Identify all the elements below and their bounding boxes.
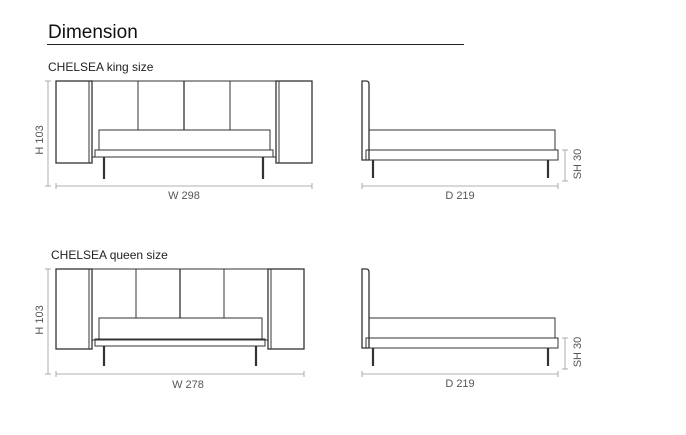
queen-size-label: CHELSEA queen size xyxy=(51,248,168,262)
queen-height-dimension: H 103 xyxy=(34,305,46,334)
queen-front-view: H 103 W 278 xyxy=(34,268,305,391)
king-seat-height-dimension: SH 30 xyxy=(572,149,584,180)
king-width-dimension: W 298 xyxy=(168,190,200,202)
king-size-label: CHELSEA king size xyxy=(48,60,154,74)
queen-seat-height-dimension: SH 30 xyxy=(572,337,584,368)
queen-width-dimension: W 278 xyxy=(172,379,204,391)
king-side-view: SH 30 D 219 xyxy=(361,80,584,202)
king-height-dimension: H 103 xyxy=(34,125,46,154)
queen-side-view: SH 30 D 219 xyxy=(361,268,584,390)
section-title: Dimension xyxy=(48,22,138,43)
queen-depth-dimension: D 219 xyxy=(445,378,474,390)
king-depth-dimension: D 219 xyxy=(445,190,474,202)
king-front-view: H 103 W 298 xyxy=(34,80,313,202)
title-underline xyxy=(47,44,464,45)
